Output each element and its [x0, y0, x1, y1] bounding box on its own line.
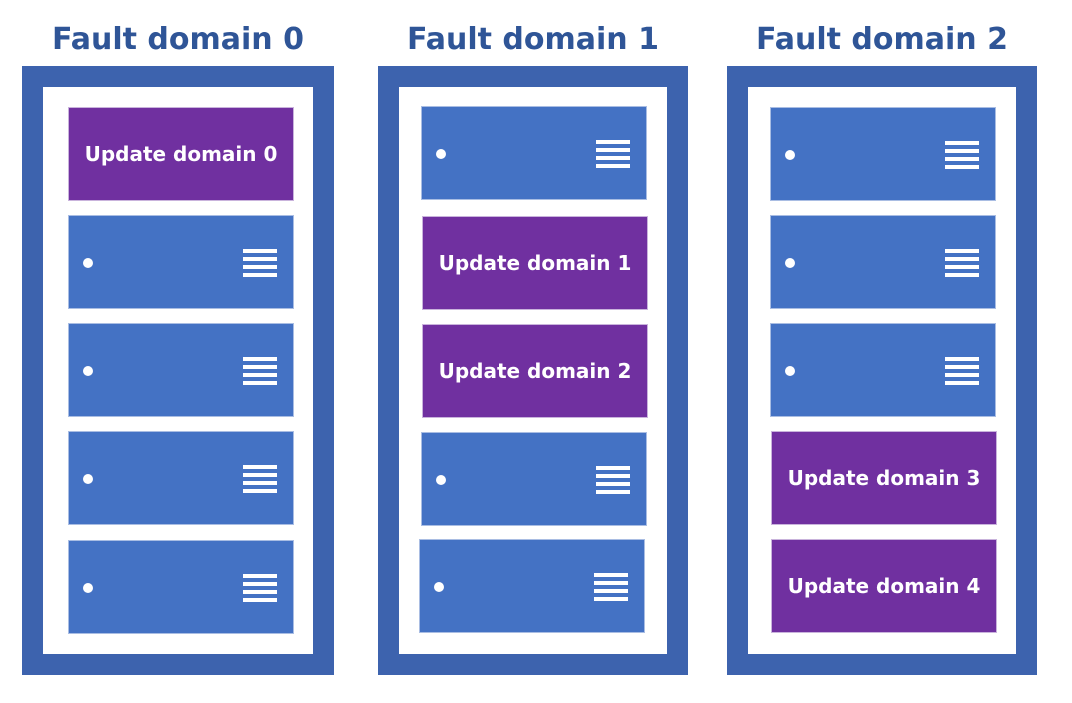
fault-domain-0-rack-interior: Update domain 0 [43, 87, 313, 654]
fault-domain-2-rack-interior: Update domain 3 Update domain 4 [748, 87, 1016, 654]
server-vent-icon [243, 357, 277, 385]
server-led-icon [83, 258, 93, 268]
fault-domain-2-title: Fault domain 2 [756, 22, 1008, 57]
server-unit [770, 323, 996, 417]
server-unit [770, 215, 996, 309]
update-domain-3: Update domain 3 [771, 431, 997, 525]
fault-domain-2-rack: Update domain 3 Update domain 4 [727, 66, 1037, 675]
update-domain-2: Update domain 2 [422, 324, 648, 418]
server-unit [770, 107, 996, 201]
server-vent-icon [594, 573, 628, 601]
server-led-icon [785, 150, 795, 160]
server-vent-icon [596, 140, 630, 168]
server-vent-icon [243, 574, 277, 602]
server-unit [421, 106, 647, 200]
server-vent-icon [945, 249, 979, 277]
fault-domain-1-rack: Update domain 1 Update domain 2 [378, 66, 688, 675]
server-unit [68, 540, 294, 634]
server-vent-icon [243, 465, 277, 493]
server-led-icon [83, 474, 93, 484]
update-domain-1: Update domain 1 [422, 216, 648, 310]
fault-domain-1-rack-interior: Update domain 1 Update domain 2 [399, 87, 667, 654]
update-domain-0: Update domain 0 [68, 107, 294, 201]
server-led-icon [83, 366, 93, 376]
server-led-icon [785, 258, 795, 268]
server-unit [68, 215, 294, 309]
server-unit [419, 539, 645, 633]
fault-domain-1-title: Fault domain 1 [407, 22, 659, 57]
server-vent-icon [243, 249, 277, 277]
fault-domain-0-title: Fault domain 0 [52, 22, 304, 57]
server-vent-icon [596, 466, 630, 494]
fault-domain-0-rack: Update domain 0 [22, 66, 334, 675]
server-unit [68, 323, 294, 417]
server-led-icon [785, 366, 795, 376]
server-led-icon [434, 582, 444, 592]
server-led-icon [83, 583, 93, 593]
server-unit [421, 432, 647, 526]
server-led-icon [436, 149, 446, 159]
server-unit [68, 431, 294, 525]
server-led-icon [436, 475, 446, 485]
server-vent-icon [945, 141, 979, 169]
update-domain-4: Update domain 4 [771, 539, 997, 633]
server-vent-icon [945, 357, 979, 385]
